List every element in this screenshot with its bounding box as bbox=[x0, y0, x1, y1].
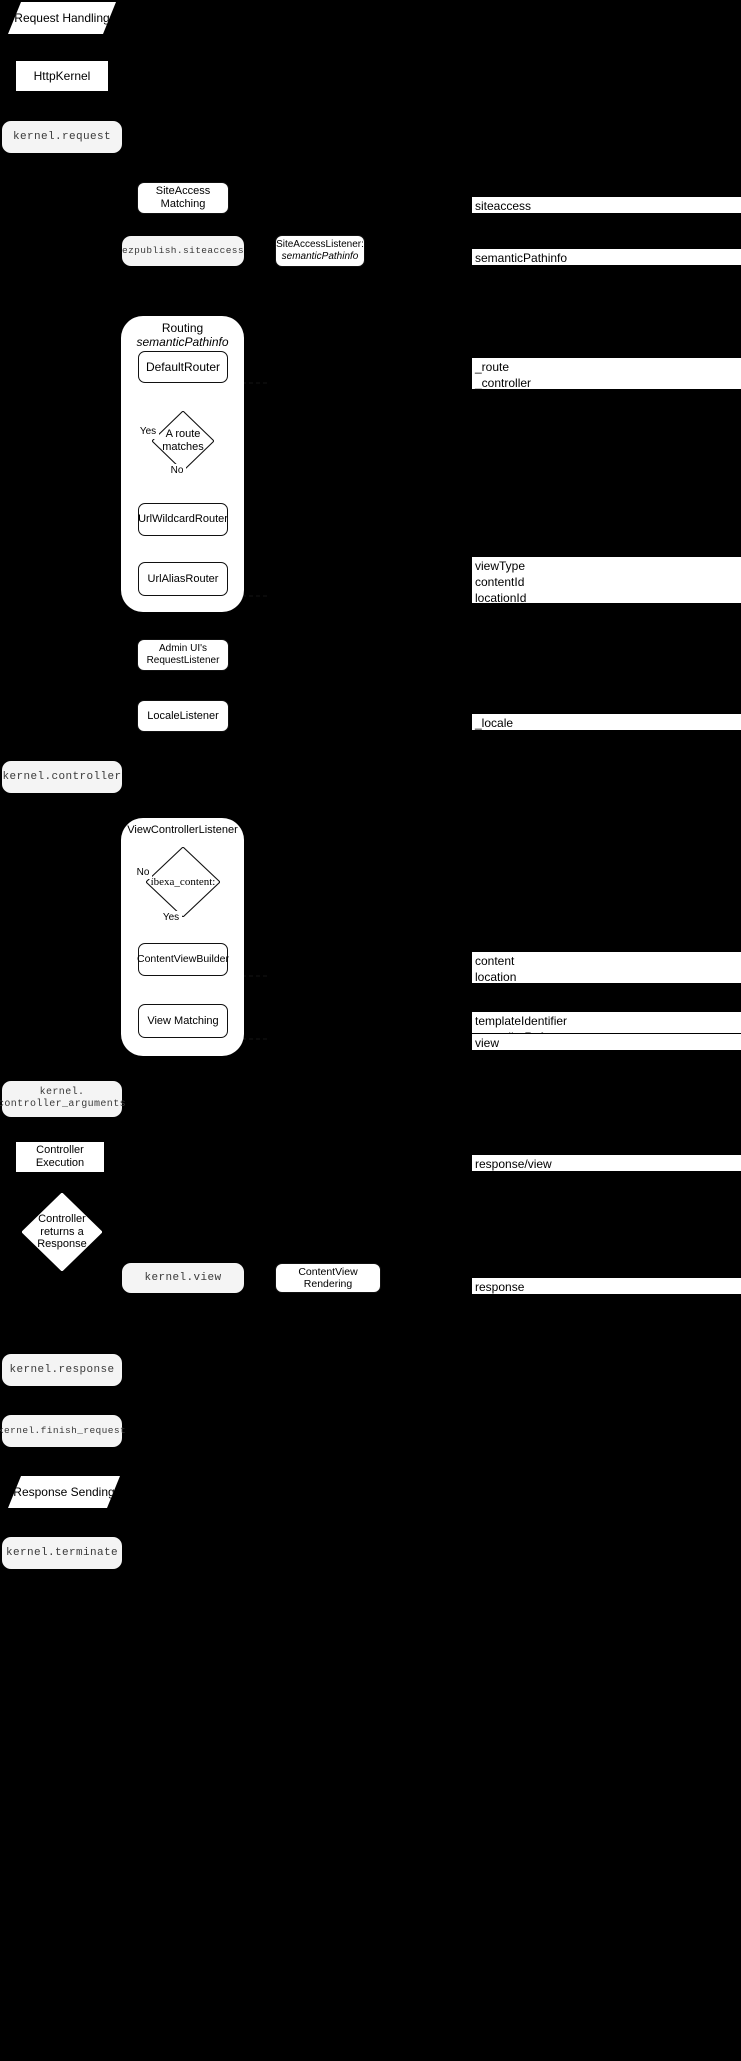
branch-label-no-route: No bbox=[168, 464, 186, 477]
attr-line: contentId bbox=[475, 575, 525, 590]
decision-label-line2: matches bbox=[162, 441, 204, 453]
attr-line: semanticPathinfo bbox=[475, 251, 568, 265]
node-urlaliasrouter: UrlAliasRouter bbox=[138, 562, 228, 596]
node-label-line1: Admin UI's bbox=[158, 643, 208, 655]
event-label: kernel.terminate bbox=[5, 1546, 119, 1559]
decision-label-line2: returns a bbox=[40, 1225, 84, 1238]
attr-line: response bbox=[475, 1280, 525, 1294]
attr-line: view bbox=[475, 1036, 500, 1050]
attr-locale: _locale bbox=[471, 713, 741, 731]
attr-line: templateIdentifier bbox=[475, 1014, 568, 1028]
branch-label-no-ibexa: No bbox=[134, 866, 152, 879]
branch-label: Yes bbox=[139, 426, 157, 438]
group-title-italic: semanticPathinfo bbox=[136, 335, 229, 350]
group-title-line1: ViewControllerListener bbox=[127, 824, 238, 836]
attr-line: siteaccess bbox=[475, 199, 532, 213]
event-label: kernel.finish_request bbox=[0, 1425, 127, 1437]
node-label: View Matching bbox=[147, 1014, 219, 1027]
decision-route-matches: A route matches bbox=[152, 411, 214, 471]
attr-line: _route bbox=[475, 360, 510, 374]
decision-label-line3: Response bbox=[37, 1238, 87, 1251]
diamond-shape bbox=[22, 1193, 102, 1271]
node-label: Controller Execution bbox=[35, 1144, 85, 1169]
decision-label: A route matches bbox=[152, 411, 214, 471]
node-label: ContentView Rendering bbox=[298, 1265, 358, 1290]
event-label: kernel.controller bbox=[2, 770, 122, 783]
attr-viewtype-contentid-locationid: viewType contentId locationId bbox=[471, 556, 741, 606]
event-label: kernel.request bbox=[12, 130, 111, 143]
event-kernel-request: kernel.request bbox=[2, 121, 122, 153]
diamond-shape bbox=[152, 411, 214, 471]
attr-line: content bbox=[475, 954, 515, 968]
decision-label-line1: A route bbox=[165, 428, 201, 441]
attr-line: location bbox=[475, 970, 517, 985]
branch-label: No bbox=[170, 464, 184, 476]
terminator-label: Request Handling bbox=[14, 10, 110, 25]
event-label: kernel.response bbox=[9, 1363, 115, 1376]
decision-controller-returns-response: Controller returns a Response bbox=[22, 1193, 102, 1271]
attr-line: _controller bbox=[475, 376, 532, 391]
event-kernel-view: kernel.view bbox=[122, 1263, 244, 1293]
terminator-request-handling: Request Handling bbox=[8, 2, 116, 34]
attr-line: _locale bbox=[475, 716, 514, 730]
decision-label-line1: Controller bbox=[38, 1213, 86, 1226]
event-label: kernel.view bbox=[144, 1271, 222, 1284]
node-label: ContentViewBuilder bbox=[136, 953, 230, 966]
attr-semanticpathinfo: semanticPathinfo bbox=[471, 248, 741, 266]
node-label-line1: SiteAccessListener: bbox=[276, 239, 364, 251]
event-kernel-finish-request: kernel.finish_request bbox=[0, 1415, 126, 1447]
node-defaultrouter: DefaultRouter bbox=[138, 351, 228, 383]
event-label: ezpublish.siteaccess bbox=[121, 245, 245, 257]
decision-label: ibexa_content: bbox=[146, 847, 220, 917]
node-label: UrlAliasRouter bbox=[147, 572, 219, 585]
node-label: DefaultRouter bbox=[145, 359, 221, 374]
attr-line: viewType bbox=[475, 559, 526, 573]
node-label-line2: semanticPathinfo bbox=[281, 251, 359, 262]
branch-label: Yes bbox=[162, 912, 180, 924]
event-kernel-controller: kernel.controller bbox=[2, 761, 122, 793]
group-title-line1: Routing bbox=[161, 321, 204, 335]
node-label: SiteAccess Matching bbox=[155, 185, 211, 210]
attr-response-view: response/view bbox=[471, 1154, 741, 1172]
event-label-line1: kernel. bbox=[39, 1087, 85, 1099]
attr-content-location: content location bbox=[471, 951, 741, 984]
node-urlwildcardrouter: UrlWildcardRouter bbox=[138, 503, 228, 536]
attr-response: response bbox=[471, 1277, 741, 1295]
group-vcl-title: ViewControllerListener bbox=[121, 824, 244, 837]
event-kernel-terminate: kernel.terminate bbox=[2, 1537, 122, 1569]
node-contentviewbuilder: ContentViewBuilder bbox=[136, 943, 230, 976]
node-localelistener: LocaleListener bbox=[137, 700, 229, 732]
decision-label: Controller returns a Response bbox=[22, 1193, 102, 1271]
node-siteaccess-listener: SiteAccessListener: semanticPathinfo bbox=[275, 235, 365, 267]
attr-siteaccess: siteaccess bbox=[471, 196, 741, 214]
branch-label: No bbox=[136, 866, 150, 878]
node-label: HttpKernel bbox=[33, 68, 91, 83]
event-kernel-controller-arguments: kernel. controller_arguments bbox=[0, 1081, 126, 1117]
node-label-line2: RequestListener bbox=[146, 655, 220, 666]
attr-line: response/view bbox=[475, 1157, 552, 1171]
diamond-shape bbox=[146, 847, 220, 917]
event-label-line2: controller_arguments bbox=[0, 1099, 127, 1110]
branch-label-yes-route: Yes bbox=[137, 425, 159, 439]
node-adminui-requestlistener: Admin UI's RequestListener bbox=[137, 639, 229, 671]
node-label: LocaleListener bbox=[147, 709, 219, 722]
attr-view: view bbox=[471, 1033, 741, 1051]
attr-line: locationId bbox=[475, 591, 527, 606]
node-httpkernel: HttpKernel bbox=[15, 60, 109, 92]
decision-label-text: ibexa_content: bbox=[150, 875, 216, 888]
decision-ibexa-content: ibexa_content: bbox=[146, 847, 220, 917]
event-kernel-response: kernel.response bbox=[2, 1354, 122, 1386]
node-controller-execution: Controller Execution bbox=[15, 1141, 105, 1173]
node-contentview-rendering: ContentView Rendering bbox=[275, 1263, 381, 1293]
terminator-label: Response Sending bbox=[13, 1484, 115, 1499]
node-view-matching: View Matching bbox=[138, 1004, 228, 1038]
node-label: UrlWildcardRouter bbox=[138, 513, 228, 526]
event-ezpublish-siteaccess: ezpublish.siteaccess bbox=[122, 236, 244, 266]
node-siteaccess-matching: SiteAccess Matching bbox=[137, 182, 229, 214]
attr-route-controller: _route _controller bbox=[471, 357, 741, 390]
branch-label-yes-ibexa: Yes bbox=[160, 911, 182, 925]
terminator-response-sending: Response Sending bbox=[8, 1476, 120, 1508]
